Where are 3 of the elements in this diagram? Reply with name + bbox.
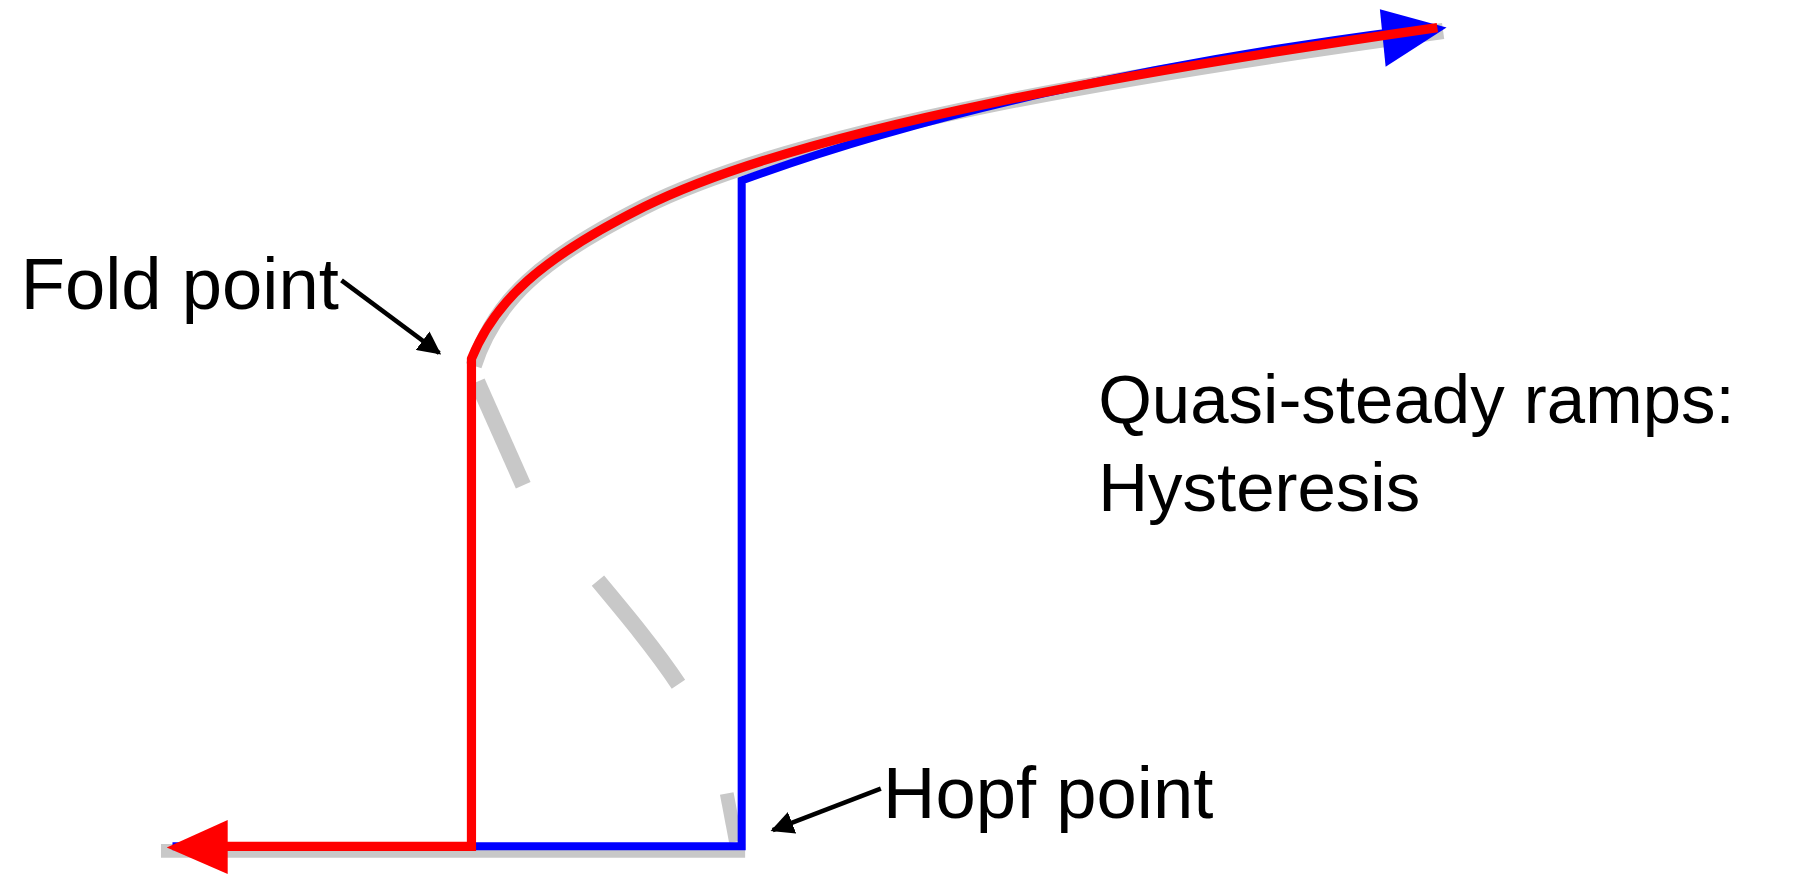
leader-line bbox=[340, 278, 442, 355]
note-text: Quasi-steady ramps: Hysteresis bbox=[1098, 360, 1736, 528]
leader-line bbox=[770, 786, 882, 834]
